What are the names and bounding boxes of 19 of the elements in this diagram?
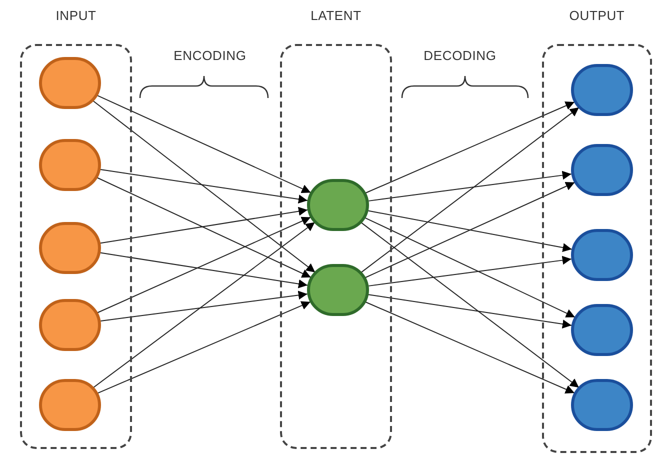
arrow [100,252,308,288]
arrow [100,206,308,244]
arrow [364,217,576,318]
arrow [100,169,308,204]
arrow [368,210,572,252]
stage-label: DECODING [424,47,496,65]
arrow [92,222,316,388]
arrow [92,100,316,273]
stage-label: ENCODING [174,47,246,65]
arrow [360,106,580,274]
layer-title: LATENT [310,7,362,25]
arrow [368,256,572,286]
arrow [100,290,308,322]
layer-title: OUTPUT [569,7,625,25]
arrow [360,222,580,388]
layer-title: INPUT [56,7,96,25]
arrow [96,177,312,278]
arrow [368,170,572,202]
arrow [368,294,572,328]
